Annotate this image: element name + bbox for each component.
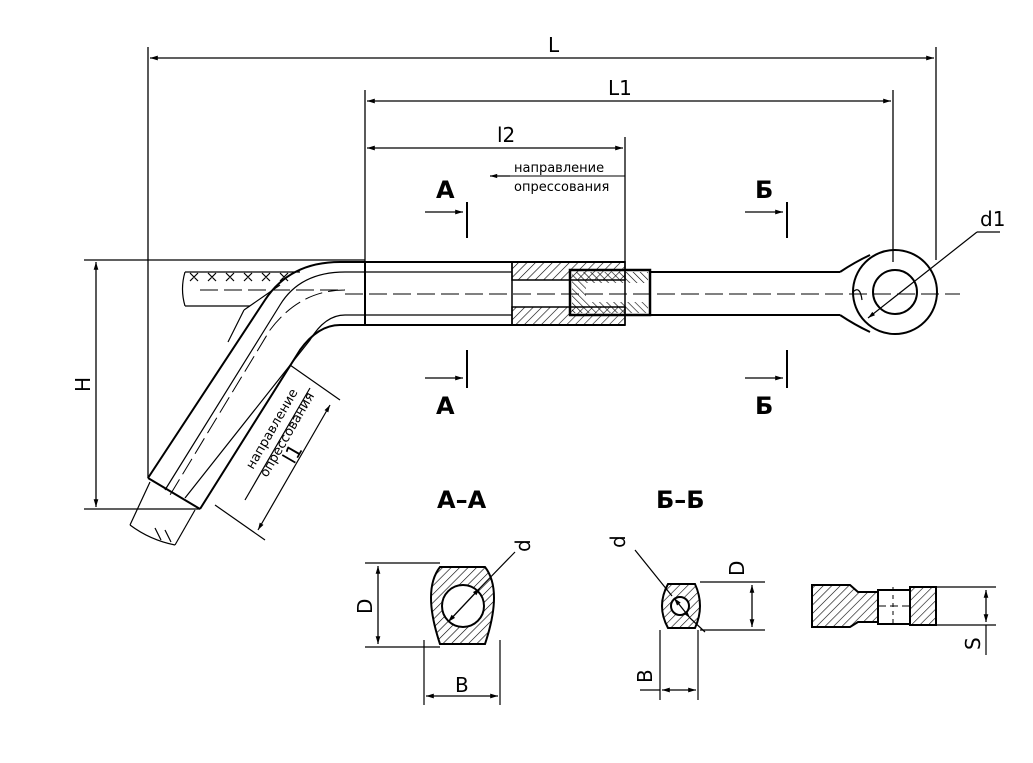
section-A-top-label: А [436, 176, 455, 204]
side-view-S [811, 584, 996, 655]
press-direction-note-top: направление опрессования [490, 161, 625, 195]
label-d1: d1 [980, 207, 1005, 231]
section-BB-title: Б–Б [656, 486, 705, 514]
section-B-bottom-label: Б [755, 392, 773, 420]
dimension-L [147, 47, 937, 478]
label-L: L [548, 33, 560, 57]
centerline [169, 289, 960, 496]
section-mark-B-bottom: Б [745, 350, 788, 420]
dimension-l1 [214, 364, 341, 541]
label-S: S [961, 637, 985, 650]
label-AA-D: D [353, 599, 377, 614]
label-BB-D: D [725, 561, 749, 576]
conductor-stub-top [181, 271, 300, 307]
press-dir-line2: опрессования [514, 180, 609, 195]
label-H: H [71, 377, 95, 392]
conductor-stub-bottom [129, 481, 196, 546]
main-part [147, 261, 625, 510]
section-mark-A-bottom: А [425, 350, 468, 420]
dimension-H [84, 259, 365, 510]
label-L1: L1 [608, 76, 632, 100]
section-A-bottom-label: А [436, 392, 455, 420]
section-mark-A-top: А [425, 176, 468, 238]
section-AA-view [365, 551, 516, 705]
section-mark-B-top: Б [745, 176, 788, 238]
section-AA-title: А–А [437, 486, 487, 514]
dimension-d1 [867, 231, 1000, 319]
crimp-sleeve [511, 261, 652, 326]
press-direction-note-bottom: направление опрессования [243, 386, 318, 480]
dimension-L1 [364, 90, 894, 262]
label-l2: l2 [497, 123, 515, 147]
section-BB-view [634, 549, 765, 700]
label-AA-d: d [511, 539, 535, 552]
rod [650, 254, 871, 333]
dimension-l2 [366, 137, 626, 262]
eye-ring [852, 249, 938, 335]
label-BB-d: d [606, 535, 630, 548]
press-dir-line1: направление [514, 161, 604, 176]
label-AA-B: B [455, 673, 469, 697]
label-BB-B: B [633, 669, 657, 683]
section-B-top-label: Б [755, 176, 773, 204]
